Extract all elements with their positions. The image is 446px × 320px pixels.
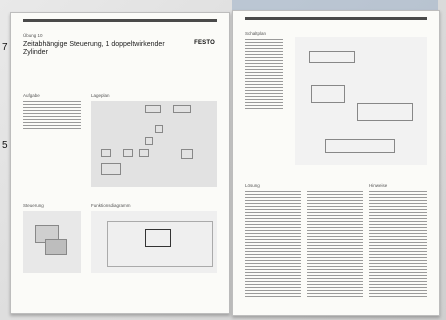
lageplan-diagram xyxy=(91,101,217,187)
edge-number-5: 5 xyxy=(2,140,8,151)
hinweise-text xyxy=(369,191,427,299)
loesung-text-1 xyxy=(245,191,301,299)
function-curve xyxy=(145,229,171,247)
lageplan-box-7 xyxy=(139,149,149,157)
lageplan-box-5 xyxy=(101,149,111,157)
lageplan-box-1 xyxy=(145,105,161,113)
lageplan-box-8 xyxy=(181,149,193,159)
header-bar xyxy=(23,19,217,22)
schaltplan-legend xyxy=(245,39,283,111)
header-bar-right xyxy=(245,17,427,20)
lageplan-box-4 xyxy=(145,137,153,145)
left-page: Übung 10 Zeitabhängige Steuerung, 1 dopp… xyxy=(10,12,230,314)
lageplan-box-2 xyxy=(173,105,191,113)
valve-2 xyxy=(357,103,413,121)
section-title-hinweise: Hinweise xyxy=(369,183,388,188)
valve-3 xyxy=(325,139,395,153)
section-title-aufgabe: Aufgabe xyxy=(23,93,40,98)
page-title: Zeitabhängige Steuerung, 1 doppeltwirken… xyxy=(23,41,165,56)
loesung-text-2 xyxy=(307,191,363,299)
schaltplan-diagram xyxy=(295,37,427,165)
header-text: Übung 10 xyxy=(23,33,43,38)
section-title-steuerung: Steuerung xyxy=(23,203,44,208)
top-strip xyxy=(232,0,438,10)
function-grid xyxy=(107,221,213,267)
section-title-funktionsdiagramm: Funktionsdiagramm xyxy=(91,203,131,208)
valve-1 xyxy=(311,85,345,103)
lageplan-box-3 xyxy=(155,125,163,133)
cylinder xyxy=(309,51,355,63)
edge-number-7: 7 xyxy=(2,42,8,53)
lageplan-box-6 xyxy=(123,149,133,157)
section-title-schaltplan: Schaltplan xyxy=(245,31,267,36)
right-page: Schaltplan Lösung Hinweise xyxy=(232,10,440,316)
section-title-lageplan: Lageplan xyxy=(91,93,110,98)
section-title-loesung: Lösung xyxy=(245,183,260,188)
aufgabe-text xyxy=(23,101,81,131)
machine-block-2 xyxy=(45,239,67,255)
lageplan-box-9 xyxy=(101,163,121,175)
brand-logo: FESTO xyxy=(194,40,215,46)
